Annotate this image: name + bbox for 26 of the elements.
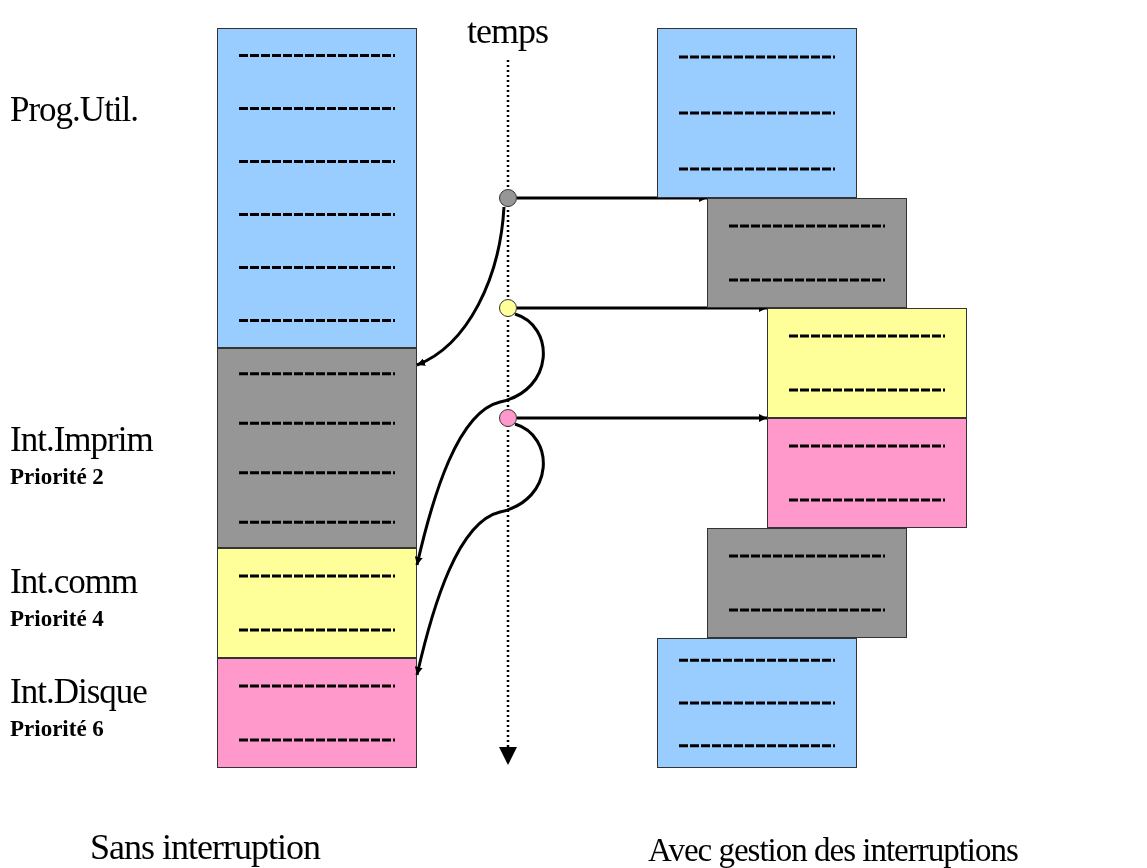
routine-name: Int.Imprim: [10, 419, 153, 461]
code-block: [657, 638, 857, 768]
code-block: [707, 528, 907, 638]
priority-label: Priorité 4: [10, 605, 105, 633]
code-block: [217, 548, 417, 658]
arrow: [517, 414, 767, 422]
priority-label: Priorité 6: [10, 715, 105, 743]
arrow: [517, 194, 707, 202]
code-block: [217, 348, 417, 548]
arrow: [517, 304, 767, 312]
routine-name: Int.comm: [10, 561, 138, 603]
column-caption: Avec gestion des interruptions: [648, 831, 1018, 868]
arrow: [414, 422, 545, 676]
priority-label: Priorité 2: [10, 463, 105, 491]
column-caption: Sans interruption: [90, 826, 320, 868]
arrow: [414, 312, 545, 566]
axis-label: temps: [467, 10, 548, 53]
code-block: [707, 198, 907, 308]
code-block: [217, 28, 417, 348]
code-block: [217, 658, 417, 768]
code-block: [767, 418, 967, 528]
routine-name: Int.Disque: [10, 671, 147, 713]
code-block: [657, 28, 857, 198]
code-block: [767, 308, 967, 418]
arrow: [416, 206, 506, 367]
routine-name: Prog.Util.: [10, 89, 139, 131]
